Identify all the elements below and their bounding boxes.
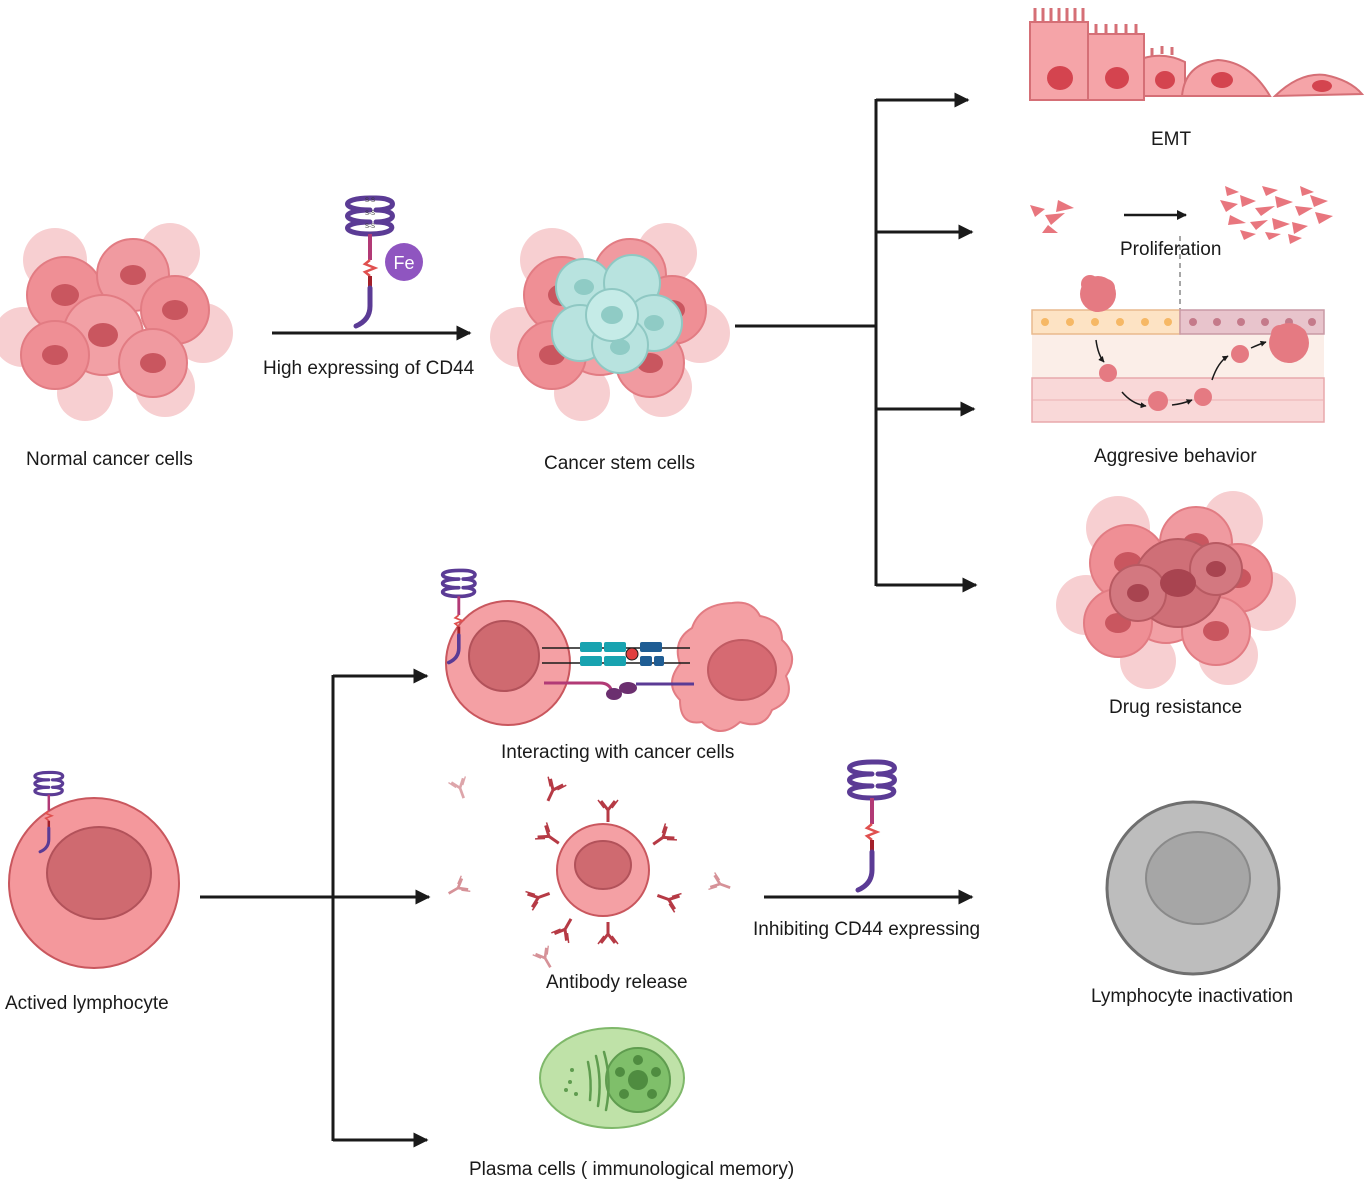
drug-resistance-cluster (1055, 490, 1297, 690)
cd44-receptor-with-fe-icon: S-S S-S S-S Fe (348, 198, 423, 326)
disulfide-label: S-S (365, 211, 375, 217)
fe-icon (385, 243, 423, 281)
plasma-cell-illustration (539, 1027, 685, 1129)
interaction-illustration (445, 600, 793, 732)
disulfide-label: S-S (365, 224, 375, 230)
label-emt: EMT (1151, 129, 1192, 150)
label-interacting-with-cancer-cells: Interacting with cancer cells (501, 742, 735, 763)
proliferation-illustration (1030, 186, 1333, 380)
lymphocyte-branch-connector (200, 668, 431, 1148)
label-cancer-stem-cells: Cancer stem cells (544, 453, 695, 474)
normal-cancer-cells-cluster (0, 222, 234, 422)
label-lymphocyte-inactivation: Lymphocyte inactivation (1091, 986, 1294, 1007)
label-high-expressing-cd44: High expressing of CD44 (263, 358, 475, 379)
label-proliferation: Proliferation (1120, 239, 1222, 260)
label-aggressive-behavior: Aggresive behavior (1094, 446, 1257, 467)
fe-label: Fe (393, 253, 414, 273)
stem-branch-connector (735, 92, 978, 593)
cd44-receptor-icon (850, 762, 895, 890)
label-actived-lymphocyte: Actived lymphocyte (5, 993, 169, 1014)
label-normal-cancer-cells: Normal cancer cells (26, 449, 193, 470)
aggressive-behavior-illustration (1031, 275, 1325, 423)
label-drug-resistance: Drug resistance (1109, 697, 1243, 718)
label-plasma-cells: Plasma cells ( immunological memory) (469, 1159, 795, 1180)
inactive-lymphocyte-cell (1105, 800, 1281, 976)
antibody-release-illustration (442, 775, 735, 974)
label-inhibiting-cd44-expressing: Inhibiting CD44 expressing (753, 919, 981, 940)
label-antibody-release: Antibody release (546, 972, 688, 993)
disulfide-label: S-S (365, 198, 375, 204)
actived-lymphocyte-cell (8, 797, 180, 969)
cancer-stem-cells-cluster (489, 222, 731, 422)
emt-cells-illustration (1029, 8, 1365, 101)
